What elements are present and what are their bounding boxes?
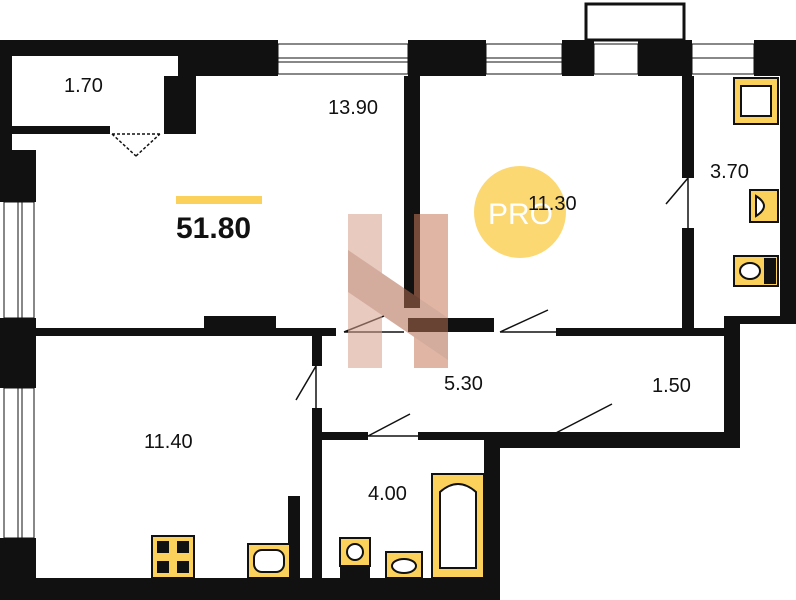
area-bedroom-right: 11.30	[528, 193, 577, 215]
door-bedroom-right	[499, 309, 556, 333]
toilet-icon	[339, 537, 371, 578]
window-top-bath	[691, 43, 755, 75]
area-hallway: 5.30	[444, 373, 483, 395]
total-area: 51.80	[176, 212, 251, 245]
washbasin-icon	[385, 551, 423, 579]
bathtub-icon	[431, 473, 485, 579]
door-storage	[111, 133, 161, 157]
door-bath-bottom	[367, 413, 418, 437]
area-living-kitchen: 13.90	[328, 97, 378, 119]
area-hall-closet: 1.50	[652, 375, 691, 397]
window-left-lower	[3, 387, 35, 539]
window-top-balcony	[593, 43, 639, 75]
washbasin-icon	[733, 77, 779, 125]
door-closet	[549, 403, 622, 437]
window-top-bedroom	[485, 43, 563, 75]
doors	[111, 133, 689, 437]
toilet-icon	[733, 255, 779, 287]
watermark-logo	[348, 214, 448, 368]
window-left-upper	[3, 201, 35, 319]
windows	[3, 43, 755, 539]
door-bedroom-left	[295, 365, 317, 408]
window-top-living	[277, 43, 409, 75]
area-bedroom-left: 11.40	[144, 431, 193, 453]
pro-badge: PRO	[474, 166, 566, 258]
kitchen-sink-icon	[247, 543, 291, 579]
total-area-accent-bar	[176, 196, 262, 204]
kitchen-stove-icon	[151, 535, 195, 579]
washbasin-icon	[749, 189, 779, 223]
fixtures	[151, 77, 779, 579]
pro-badge-text: PRO	[488, 198, 553, 231]
balcony-outline	[584, 2, 686, 42]
area-bathroom-bottom: 4.00	[368, 483, 407, 505]
area-bathroom-top: 3.70	[710, 161, 749, 183]
area-storage: 1.70	[64, 75, 103, 97]
door-bath-top	[665, 177, 689, 228]
room-labels: 1.70 13.90 11.30 3.70 5.30 1.50 11.40 4.…	[64, 75, 749, 505]
